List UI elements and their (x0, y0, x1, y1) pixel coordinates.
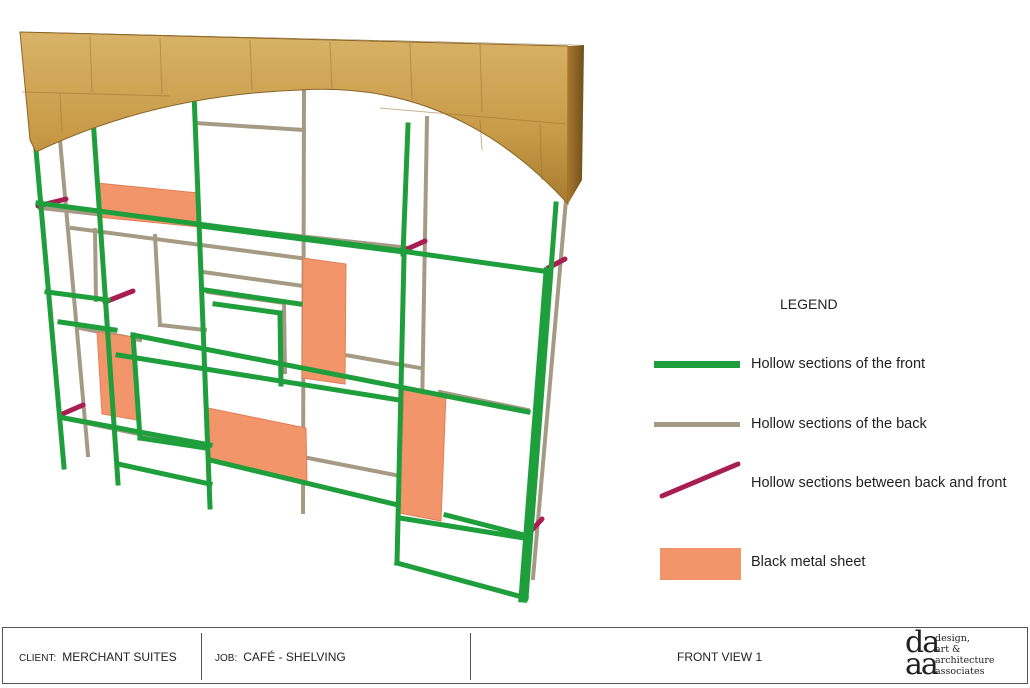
front-rail-6 (202, 287, 303, 307)
metal-sheet-5 (398, 388, 447, 522)
front-box-bottom-inner (397, 515, 527, 541)
metal-sheet-3 (96, 331, 138, 421)
legend-label-sheet: Black metal sheet (751, 554, 866, 570)
front-rail-3 (405, 249, 553, 275)
back-inner-f (92, 227, 99, 303)
client-value: MERCHANT SUITES (62, 650, 177, 664)
job-value: CAFÉ - SHELVING (243, 650, 346, 664)
front-rail-13 (442, 511, 528, 539)
legend-title: LEGEND (780, 296, 838, 312)
stone-arch (19, 31, 584, 206)
title-divider-1 (201, 633, 202, 680)
back-inner-c (200, 269, 306, 289)
back-rail-4 (342, 352, 423, 371)
front-rail-5 (57, 319, 118, 333)
front-rail-12 (206, 456, 402, 509)
title-block: CLIENT: MERCHANT SUITES JOB: CAFÉ - SHELVI… (2, 627, 1028, 684)
job-field: JOB: CAFÉ - SHELVING (215, 650, 346, 664)
connector-swatch (659, 461, 741, 499)
legend-item-sheet: Black metal sheet (650, 546, 1030, 586)
job-key: JOB: (215, 653, 238, 664)
back-inner-b (157, 322, 208, 333)
front-rail-2 (197, 223, 407, 255)
front-rail-7 (130, 332, 531, 415)
legend-item-connector: Hollow sections between back and front (650, 460, 1030, 500)
connector-2 (402, 238, 428, 253)
legend-label-connector: Hollow sections between back and front (751, 475, 1007, 491)
front-box-left (394, 253, 407, 566)
legend-item-front: Hollow sections of the front (650, 346, 1030, 386)
front-inner-b (277, 310, 284, 387)
metal-sheet-2 (301, 257, 347, 385)
front-frame (33, 90, 559, 602)
front-rail-4 (44, 289, 111, 303)
stone-arch-side (568, 45, 584, 204)
back-inner-e (281, 300, 288, 375)
view-label: FRONT VIEW 1 (677, 650, 763, 664)
sheet-swatch (660, 548, 741, 580)
front-post-left (33, 147, 67, 470)
client-field: CLIENT: MERCHANT SUITES (19, 650, 177, 664)
back-rail-6 (305, 455, 398, 478)
front-rail-11 (115, 461, 213, 487)
legend-label-back: Hollow sections of the back (751, 416, 927, 432)
back-inner-a (152, 233, 163, 328)
front-post-3 (191, 90, 213, 510)
front-inner-c (130, 332, 143, 441)
front-inner-a (212, 301, 283, 316)
front-rail-10 (137, 435, 209, 451)
stone-arch-face (19, 31, 569, 206)
back-top-rail (192, 120, 307, 133)
front-box-bottom (393, 559, 530, 602)
front-rail-9 (61, 415, 213, 448)
logo-words: design, art & architecture associates (935, 633, 995, 677)
back-rail-2 (69, 225, 303, 261)
legend-label-front: Hollow sections of the front (751, 356, 926, 372)
title-divider-2 (470, 633, 471, 680)
stone-joints (21, 35, 567, 181)
front-post-right-thick (518, 267, 553, 603)
front-swatch (654, 361, 740, 368)
front-post-4 (400, 122, 411, 257)
front-post-right-bar (518, 267, 553, 603)
legend-item-back: Hollow sections of the back (650, 406, 1030, 446)
connector-5 (57, 402, 86, 418)
client-key: CLIENT: (19, 653, 57, 664)
front-rail-8 (115, 352, 402, 403)
back-swatch (654, 422, 740, 427)
